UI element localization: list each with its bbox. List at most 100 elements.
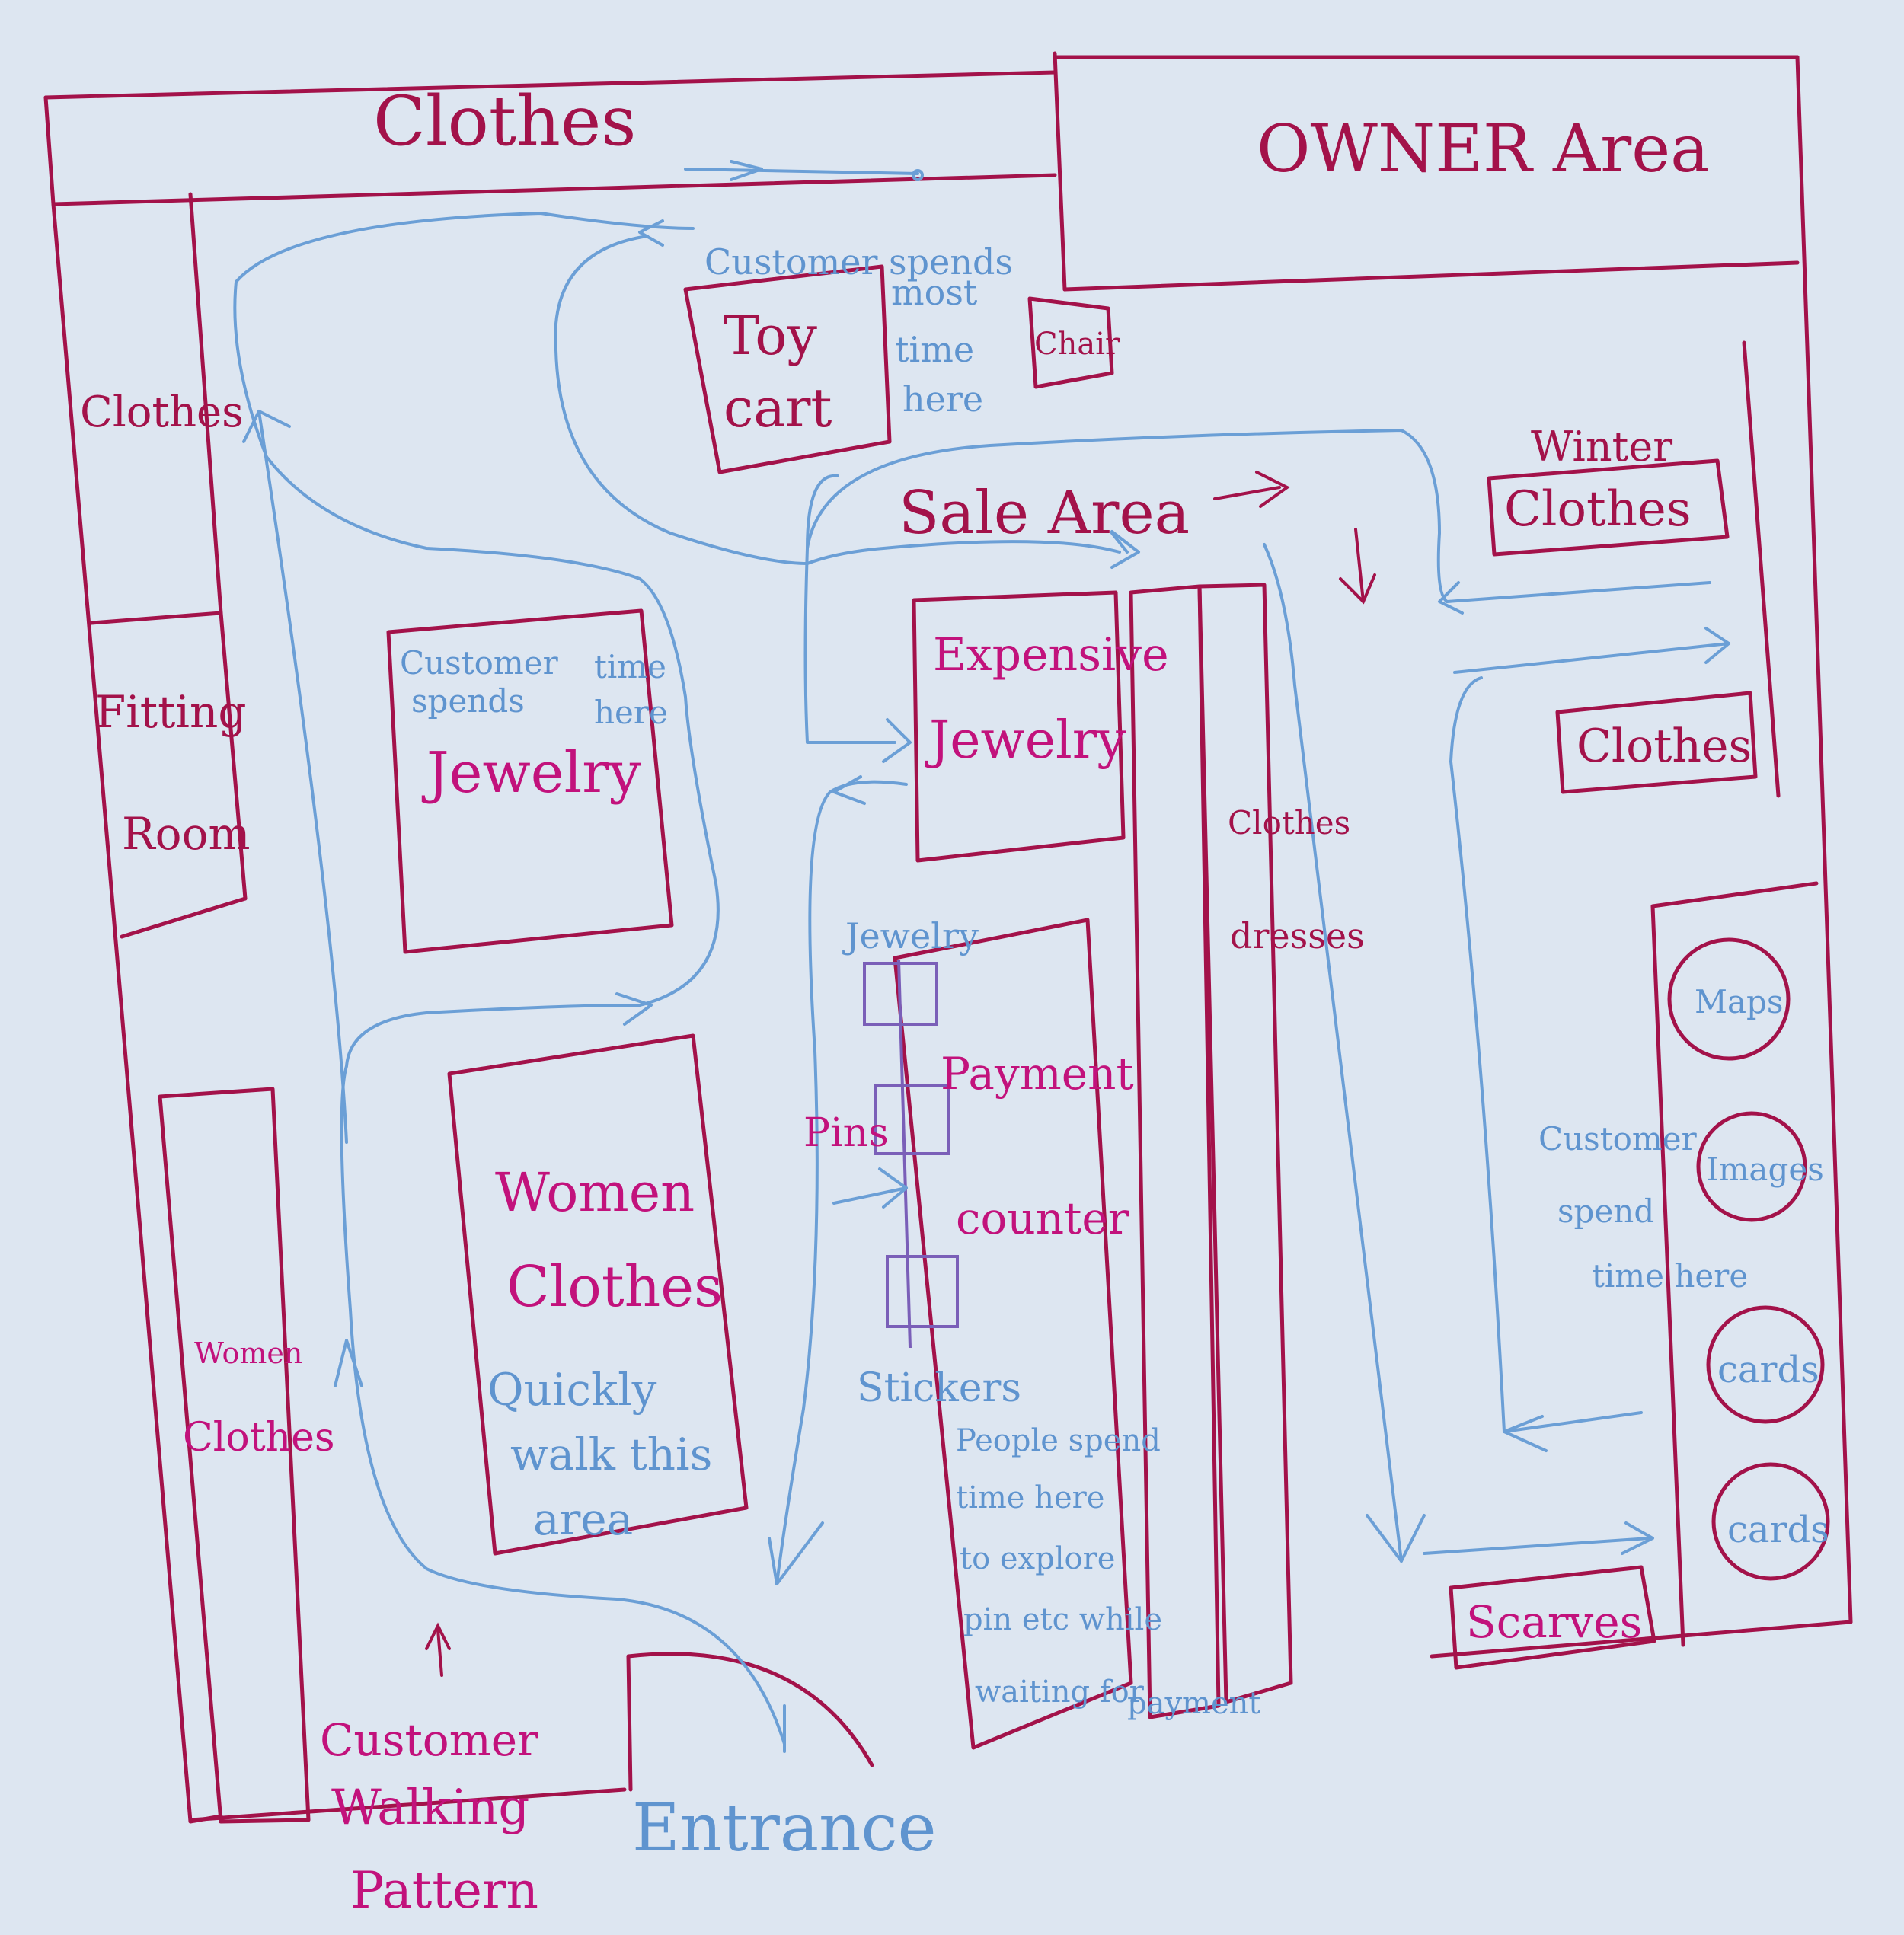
- arrowhead-16: [1110, 532, 1129, 554]
- display-spine: [897, 959, 912, 1349]
- arrowhead-4: [615, 992, 653, 1026]
- label-images: Images: [1706, 1151, 1824, 1188]
- note-right-1: Customer: [1538, 1120, 1698, 1157]
- label-pins: Pins: [803, 1110, 889, 1156]
- label-room: Room: [122, 808, 251, 860]
- label-winter-clothes: Clothes: [1504, 481, 1692, 538]
- toy-cart-box: [683, 264, 892, 474]
- walls: [43, 51, 1853, 1824]
- label-women-left-clothes: Clothes: [183, 1415, 335, 1461]
- label-winter: Winter: [1531, 423, 1672, 471]
- note-payment-3: to explore: [960, 1541, 1115, 1576]
- label-walking: Walking: [331, 1780, 529, 1836]
- clothes-right-box: [1555, 691, 1758, 794]
- down-arrow-shaft: [1354, 528, 1365, 603]
- note-payment-2: time here: [956, 1480, 1104, 1515]
- outer-wall-bottom-left: [188, 1787, 627, 1822]
- arrowhead-8: [1438, 581, 1464, 615]
- left-clothes-inner: [188, 192, 223, 615]
- down-arrow-head: [1339, 573, 1376, 605]
- path-return-loop: [554, 235, 1121, 565]
- label-expensive-jewelry: Jewelry: [925, 710, 1126, 771]
- note-right-3: time here: [1592, 1257, 1748, 1295]
- entrance-post: [626, 1654, 633, 1792]
- chair-box: [1027, 296, 1114, 389]
- path-right-enter: [1453, 642, 1730, 674]
- notes: Customer spends most time here Customer …: [400, 241, 1748, 1721]
- path-right-return: [1446, 581, 1711, 603]
- red-arrows: [425, 471, 1376, 1677]
- arrowhead-9: [1704, 627, 1730, 664]
- sale-arrow-shaft: [1213, 486, 1281, 500]
- pins-display: [874, 1084, 950, 1155]
- path-main: [233, 212, 786, 1745]
- label-maps: Maps: [1695, 983, 1783, 1020]
- note-payment-4: pin etc while: [963, 1602, 1162, 1637]
- arrowhead-14: [334, 1339, 363, 1387]
- note-payment-6: payment: [1127, 1686, 1261, 1721]
- note-women-2: walk this: [510, 1429, 712, 1480]
- label-clothes-column: Clothes: [1228, 804, 1350, 841]
- walking-path: [233, 160, 1730, 1753]
- label-cards-1: cards: [1717, 1349, 1819, 1391]
- note-women-1: Quickly: [487, 1364, 657, 1416]
- walking-arrow-shaft: [436, 1628, 443, 1677]
- note-jewelry-4: here: [594, 694, 668, 731]
- label-counter: counter: [956, 1193, 1129, 1244]
- path-payment-loop: [775, 780, 908, 1585]
- counter-displays: [863, 959, 959, 1349]
- label-toy: Toy: [724, 305, 817, 367]
- arrowhead-11: [1503, 1415, 1548, 1452]
- arrowhead-12: [1621, 1521, 1654, 1555]
- arrowhead-13: [878, 1167, 908, 1209]
- scarves-box: [1449, 1565, 1656, 1670]
- right-wall-segment: [1742, 340, 1781, 798]
- path-upper-loop: [257, 410, 348, 1144]
- path-sale-loop: [803, 474, 896, 744]
- outer-wall-right: [1795, 55, 1853, 1624]
- fitting-inner: [219, 611, 248, 901]
- winter-clothes-box: [1487, 458, 1730, 557]
- label-clothes-top: Clothes: [373, 81, 636, 161]
- note-jewelry-2: spends: [411, 682, 525, 720]
- clothes-column-box: [1129, 584, 1221, 1719]
- arrowhead-7: [832, 775, 866, 805]
- note-toy-1: Customer spends: [704, 241, 1013, 283]
- label-jewelry-small: Jewelry: [842, 915, 979, 956]
- label-women-clothes: Clothes: [506, 1254, 723, 1320]
- fitting-bottom: [120, 896, 248, 939]
- label-jewelry: Jewelry: [421, 740, 641, 806]
- jewelry-box: [386, 608, 674, 954]
- path-scarves: [1423, 1537, 1650, 1555]
- expensive-jewelry-box: [912, 590, 1126, 863]
- label-cards-2: cards: [1727, 1509, 1829, 1551]
- label-customer: Customer: [320, 1714, 538, 1766]
- sale-arrow-head: [1255, 471, 1290, 508]
- cards-circle-1: [1706, 1305, 1825, 1424]
- path-payment-in: [832, 1186, 908, 1205]
- note-toy-4: here: [902, 378, 983, 420]
- path-top-dot: [912, 169, 924, 181]
- label-women-left: Women: [194, 1336, 302, 1370]
- maps-circle: [1667, 937, 1791, 1061]
- note-payment-1: People spend: [956, 1423, 1161, 1458]
- arrowhead-5: [1110, 530, 1140, 569]
- outer-wall-left: [43, 95, 223, 1824]
- label-dresses: dresses: [1230, 915, 1365, 956]
- label-clothes-right: Clothes: [1577, 720, 1752, 773]
- label-women: Women: [495, 1161, 695, 1224]
- path-sale-top: [806, 429, 1449, 603]
- note-toy-3: time: [895, 329, 974, 370]
- label-owner-area: OWNER Area: [1257, 111, 1709, 187]
- owner-area-bottom: [1062, 260, 1800, 292]
- note-jewelry-1: Customer: [400, 644, 559, 682]
- path-right-down: [1449, 676, 1643, 1433]
- women-clothes-box: [447, 1033, 749, 1556]
- note-toy-2: most: [891, 272, 978, 313]
- images-circle: [1696, 1111, 1807, 1222]
- note-payment-5: waiting for: [975, 1675, 1145, 1710]
- labels: Clothes OWNER Area Clothes Fitting Room …: [80, 81, 1829, 1920]
- label-stickers: Stickers: [857, 1365, 1021, 1411]
